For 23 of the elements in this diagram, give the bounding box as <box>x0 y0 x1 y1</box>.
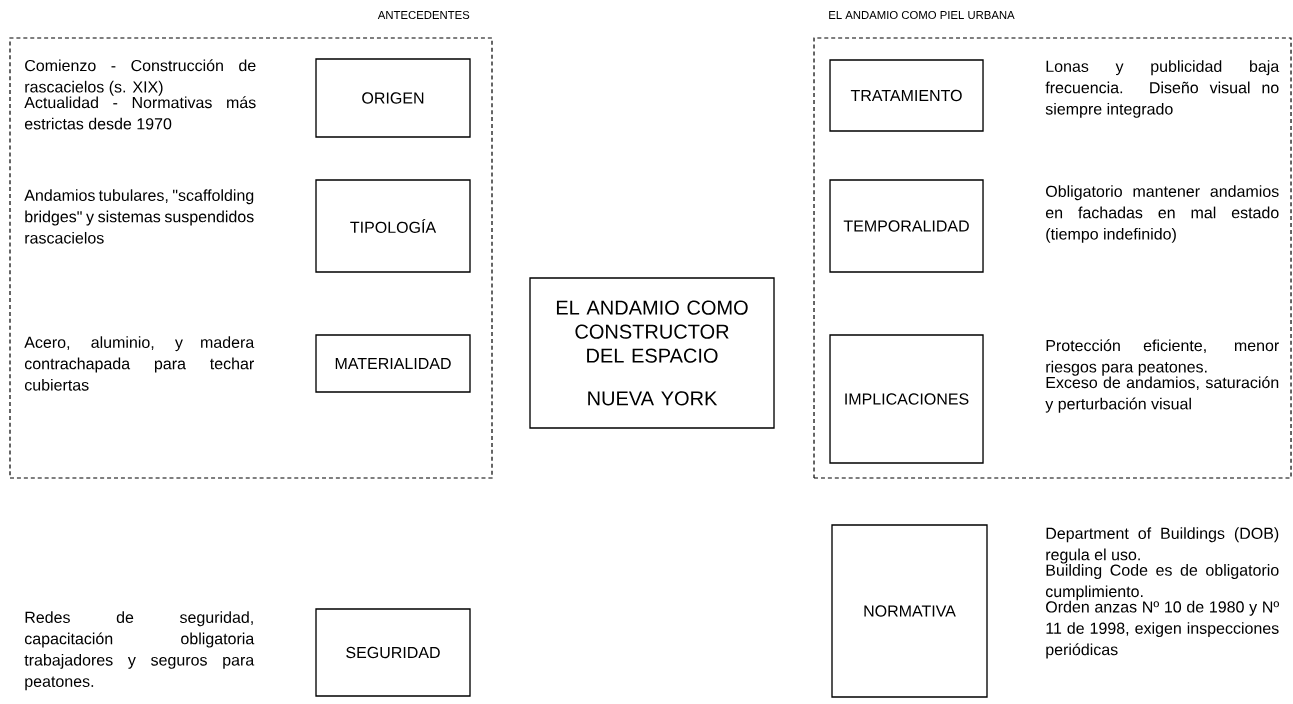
description-text: Actualidad - Normativas más estrictas desde 1970 <box>24 96 256 130</box>
description-text: Protección eficiente, menor riesgos para peatones. <box>1046 339 1279 376</box>
description-text: Building Code es de obligatorio cumplimiento. <box>1045 564 1279 601</box>
category-box: ORIGEN <box>315 58 471 138</box>
description-text: Exceso de andamios, saturación y perturbación visual <box>1045 376 1279 413</box>
title-box: EL ANDAMIO COMO CONSTRUCTOR DEL ESPACIO NUEVA YORK <box>529 277 775 429</box>
category-box: SEGURIDAD <box>315 608 471 697</box>
description-text: Lonas y publicidad baja frecuencia. Diseño visual no siempre integrado <box>1045 60 1280 118</box>
category-box: NORMATIVA <box>831 524 988 698</box>
description-text: Orden anzas Nº 10 de 1980 y Nº 11 de 1998, exigen inspecciones periódicas <box>1046 600 1280 659</box>
category-box: TRATAMIENTO <box>829 59 984 132</box>
category-box: TIPOLOGÍA <box>315 179 471 273</box>
description-text: Department of Buildings (DOB) regula el uso. <box>1046 527 1279 564</box>
description-text: Comienzo - Construcción de rascacielos (s. XIX) <box>25 59 256 96</box>
description-text: Obligatorio mantener andamios en fachadas en mal estado (tiempo indefinido) <box>1045 185 1279 243</box>
group-heading: ANTECEDENTES <box>377 11 470 19</box>
category-box: IMPLICACIONES <box>829 334 984 464</box>
category-box: TEMPORALIDAD <box>829 179 984 273</box>
group-heading: EL ANDAMIO COMO PIEL URBANA <box>829 11 1015 19</box>
description-text: Andamios tubulares, "scaffolding bridges" y sistemas suspendidos rascacielos <box>24 189 254 244</box>
description-text: Redes de seguridad, capacitación obligatoria trabajadores y seguros para peatones. <box>24 611 255 691</box>
category-box: MATERIALIDAD <box>315 334 471 393</box>
description-text: Acero, aluminio, y madera contrachapada para techar cubiertas <box>24 336 255 391</box>
